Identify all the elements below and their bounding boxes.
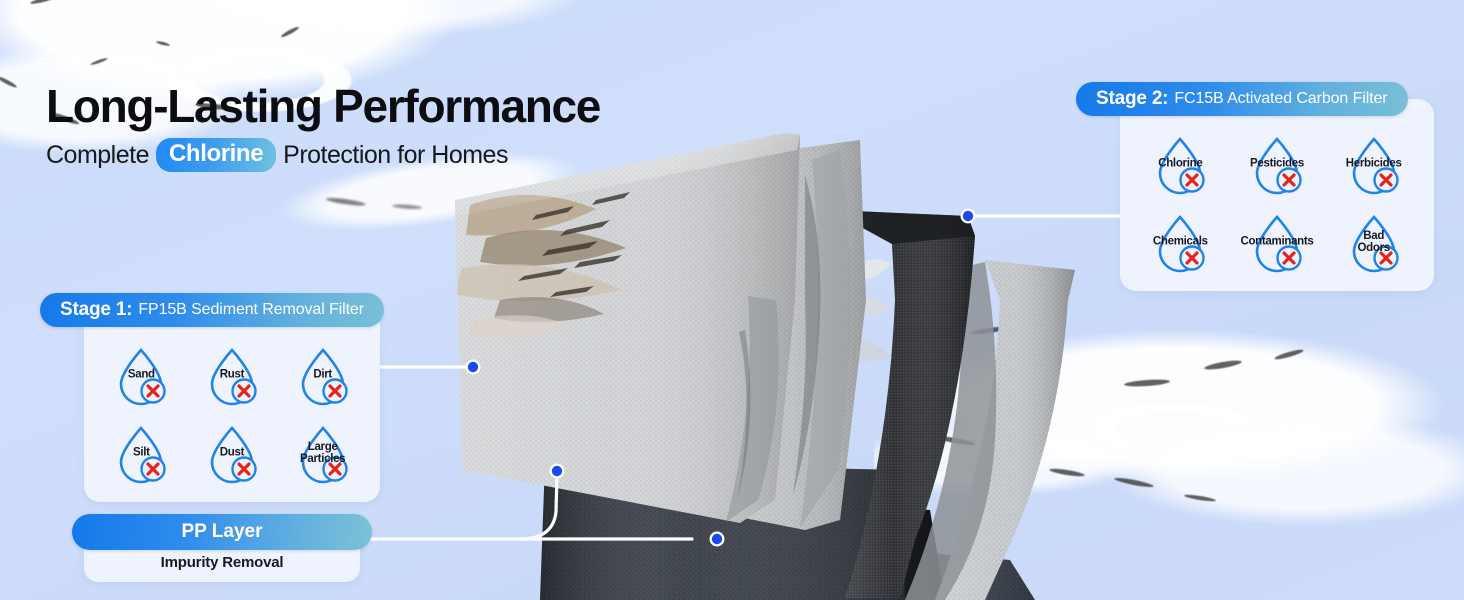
- filter-item: Herbicides: [1325, 129, 1422, 199]
- filter-item: Chlorine: [1132, 129, 1229, 199]
- droplet-blocked-icon: [1352, 215, 1399, 273]
- filter-item: Rust: [187, 340, 278, 410]
- droplet-blocked-icon: [120, 348, 167, 406]
- droplet-icon-wrap: Rust: [199, 342, 265, 408]
- droplet-icon-wrap: Dust: [199, 420, 265, 486]
- inner-white-mesh: [905, 260, 1075, 600]
- filter-item-label: Chemicals: [1152, 235, 1208, 248]
- filter-item: Silt: [96, 418, 187, 488]
- droplet-blocked-icon: [210, 426, 257, 484]
- page-subtitle: Complete Chlorine Protection for Homes: [46, 138, 600, 172]
- stage2-panel: Stage 2: FC15B Activated Carbon Filter C…: [1076, 82, 1456, 291]
- droplet-blocked-icon: [1255, 137, 1302, 195]
- filter-item-label: Silt: [132, 446, 150, 459]
- droplet-icon-wrap: Pesticides: [1244, 131, 1310, 197]
- filter-item-label: Sand: [127, 368, 155, 381]
- filter-item: Pesticides: [1229, 129, 1326, 199]
- droplet-icon-wrap: Dirt: [290, 342, 356, 408]
- droplet-blocked-icon: [1352, 137, 1399, 195]
- page-title: Long-Lasting Performance: [46, 80, 601, 132]
- filter-item: Sand: [96, 340, 187, 410]
- droplet-icon-wrap: Chlorine: [1147, 131, 1213, 197]
- stage1-badge: Stage 1: FP15B Sediment Removal Filter: [40, 293, 384, 327]
- pp-layer-panel: PP Layer Impurity Removal: [72, 514, 372, 582]
- pp-outer-white-mesh: [455, 133, 800, 523]
- filter-item-label: Contaminants: [1240, 235, 1314, 248]
- filter-item: Dust: [187, 418, 278, 488]
- droplet-blocked-icon: [1159, 215, 1206, 273]
- droplet-blocked-icon: [120, 426, 167, 484]
- filter-item-label: Herbicides: [1345, 157, 1402, 170]
- subtitle-after: Protection for Homes: [283, 140, 508, 169]
- headline-block: Long-Lasting Performance Complete Chlori…: [46, 80, 601, 172]
- filter-item-label: Rust: [219, 368, 245, 381]
- pp-layer-caption: Impurity Removal: [160, 554, 284, 571]
- droplet-blocked-icon: [301, 426, 348, 484]
- stage1-panel: Stage 1: FP15B Sediment Removal Filter S…: [40, 293, 384, 502]
- subtitle-before: Complete: [46, 140, 150, 169]
- filter-item-label: Dust: [219, 446, 245, 459]
- filter-item: Chemicals: [1132, 207, 1229, 277]
- filter-item-label: Chlorine: [1158, 157, 1203, 170]
- droplet-icon-wrap: Contaminants: [1240, 209, 1314, 275]
- droplet-icon-wrap: Chemicals: [1147, 209, 1213, 275]
- droplet-icon-wrap: Sand: [108, 342, 174, 408]
- droplet-blocked-icon: [210, 348, 257, 406]
- stage2-badge: Stage 2: FC15B Activated Carbon Filter: [1076, 82, 1408, 116]
- filter-item-label: Dirt: [313, 368, 332, 381]
- droplet-blocked-icon: [1255, 215, 1302, 273]
- droplet-icon-wrap: Silt: [108, 420, 174, 486]
- filter-item: Dirt: [277, 340, 368, 410]
- filter-item-label: Pesticides: [1250, 157, 1304, 170]
- stage2-badge-label: Stage 2:: [1096, 88, 1169, 109]
- pp-layer-badge: PP Layer: [72, 514, 372, 550]
- stage1-badge-desc: FP15B Sediment Removal Filter: [138, 301, 364, 318]
- filter-item: Contaminants: [1229, 207, 1326, 277]
- droplet-blocked-icon: [301, 348, 348, 406]
- stage1-badge-label: Stage 1:: [60, 299, 133, 320]
- stage2-badge-desc: FC15B Activated Carbon Filter: [1174, 90, 1388, 107]
- droplet-icon-wrap: Herbicides: [1341, 131, 1407, 197]
- chlorine-highlight-pill: Chlorine: [156, 138, 277, 172]
- droplet-blocked-icon: [1159, 137, 1206, 195]
